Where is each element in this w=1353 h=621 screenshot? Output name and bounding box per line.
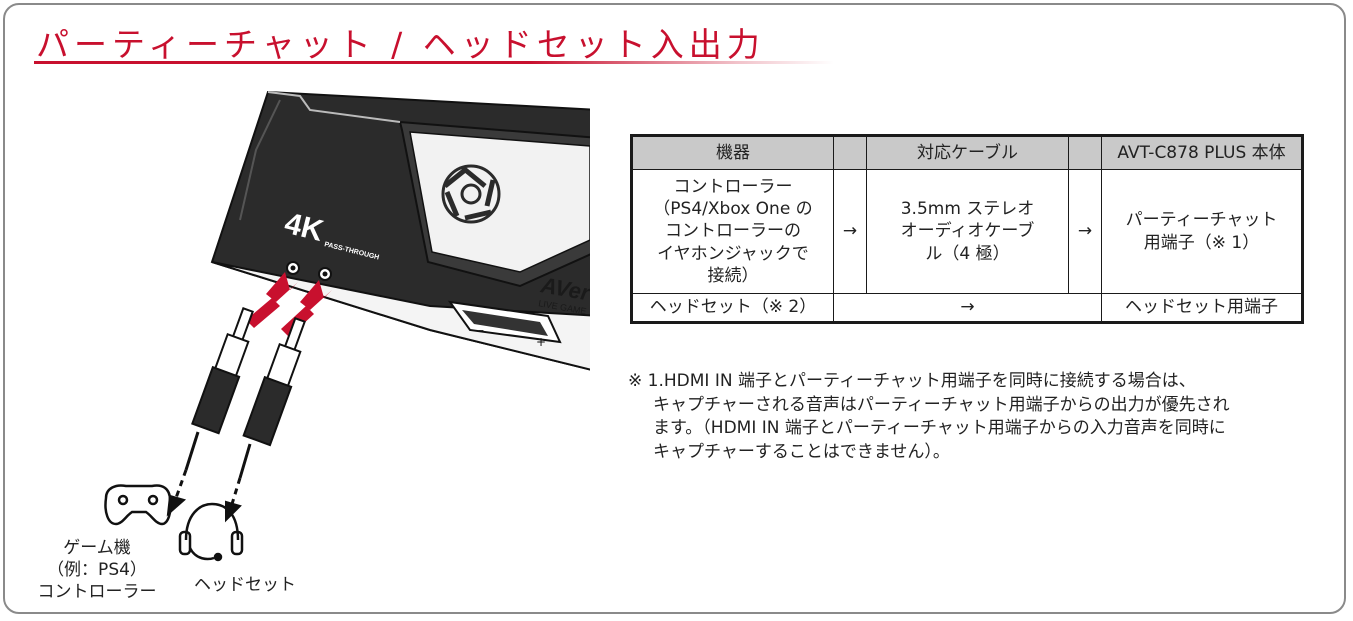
connection-table: 機器 対応ケーブル AVT-C878 PLUS 本体 コントローラー （PS4/…: [630, 134, 1304, 324]
cell-text: オーディオケーブ: [900, 221, 1035, 242]
header-cable: 対応ケーブル: [866, 135, 1069, 170]
console-label-line2: （例：PS4）: [47, 560, 147, 580]
cell-text: コントローラー: [673, 177, 793, 198]
cell-text: 3.5mm ステレオ: [900, 199, 1035, 220]
cell-text: イヤホンジャックで: [657, 243, 809, 264]
audio-plug-headset: [225, 317, 306, 523]
footnote-line: ※ 1.HDMI IN 端子とパーティーチャット用端子を同時に接続する場合は、: [628, 371, 1196, 391]
table-row: ヘッドセット（※ 2） → ヘッドセット用端子: [631, 293, 1303, 323]
cell-text: （PS4/Xbox One の: [653, 199, 813, 220]
cell-text: 接続）: [707, 265, 759, 286]
cell-cable: 3.5mm ステレオ オーディオケーブ ル（4 極）: [866, 169, 1069, 294]
footnote-line: キャプチャーされる音声はパーティーチャット用端子からの出力が優先され: [653, 394, 1230, 415]
party-chat-jack: [286, 261, 300, 275]
capture-device: 4K PASS-THROUGH AVer LIVE GAME – +: [210, 90, 590, 371]
footnote: ※ 1.HDMI IN 端子とパーティーチャット用端子を同時に接続する場合は、 …: [628, 370, 1328, 464]
cell-arrow: →: [833, 169, 867, 294]
cell-controller: コントローラー （PS4/Xbox One の コントローラーの イヤホンジャッ…: [631, 169, 834, 294]
console-label-line1: ゲーム機: [63, 538, 131, 558]
page-title: パーティーチャット / ヘッドセット入出力: [36, 25, 765, 64]
gamepad-icon: [104, 484, 172, 526]
console-label-line3: コントローラー: [37, 582, 157, 602]
header-unit: AVT-C878 PLUS 本体: [1101, 135, 1303, 170]
header-blank: [1068, 135, 1102, 170]
cell-headset-port: ヘッドセット用端子: [1101, 293, 1303, 323]
cell-arrow: →: [833, 293, 1102, 323]
cell-headset: ヘッドセット（※ 2）: [631, 293, 834, 323]
footnote-line: ます。（HDMI IN 端子とパーティーチャット用端子からの入力音声を同時に: [653, 418, 1226, 438]
aver-aperture-icon: [441, 164, 501, 224]
header-device: 機器: [631, 135, 834, 170]
connect-arrow-icon: [246, 272, 298, 328]
page-frame: [3, 3, 1346, 614]
header-blank: [833, 135, 867, 170]
table-row: コントローラー （PS4/Xbox One の コントローラーの イヤホンジャッ…: [631, 169, 1303, 294]
cell-text: ル（4 極）: [925, 243, 1010, 264]
title-underline: [34, 61, 834, 64]
cell-text: パーティーチャット: [1125, 210, 1278, 231]
svg-text:–: –: [478, 323, 484, 337]
footnote-line: キャプチャーすることはできません）。: [653, 441, 950, 462]
audio-plug-controller: [166, 307, 254, 517]
cell-arrow: →: [1068, 169, 1102, 294]
cell-text: コントローラーの: [665, 221, 801, 242]
cell-port: パーティーチャット 用端子（※ 1）: [1101, 169, 1303, 294]
headset-icon: [178, 502, 244, 562]
table-header-row: 機器 対応ケーブル AVT-C878 PLUS 本体: [631, 135, 1303, 170]
svg-text:+: +: [536, 335, 546, 349]
headset-label: ヘッドセット: [194, 575, 296, 595]
device-illustration: 4K PASS-THROUGH AVer LIVE GAME – +: [104, 90, 590, 562]
cell-text: 用端子（※ 1）: [1143, 232, 1260, 253]
console-label: ゲーム機 （例：PS4） コントローラー: [22, 537, 172, 603]
headset-jack: [318, 267, 332, 281]
front-slot: – +: [447, 300, 562, 349]
